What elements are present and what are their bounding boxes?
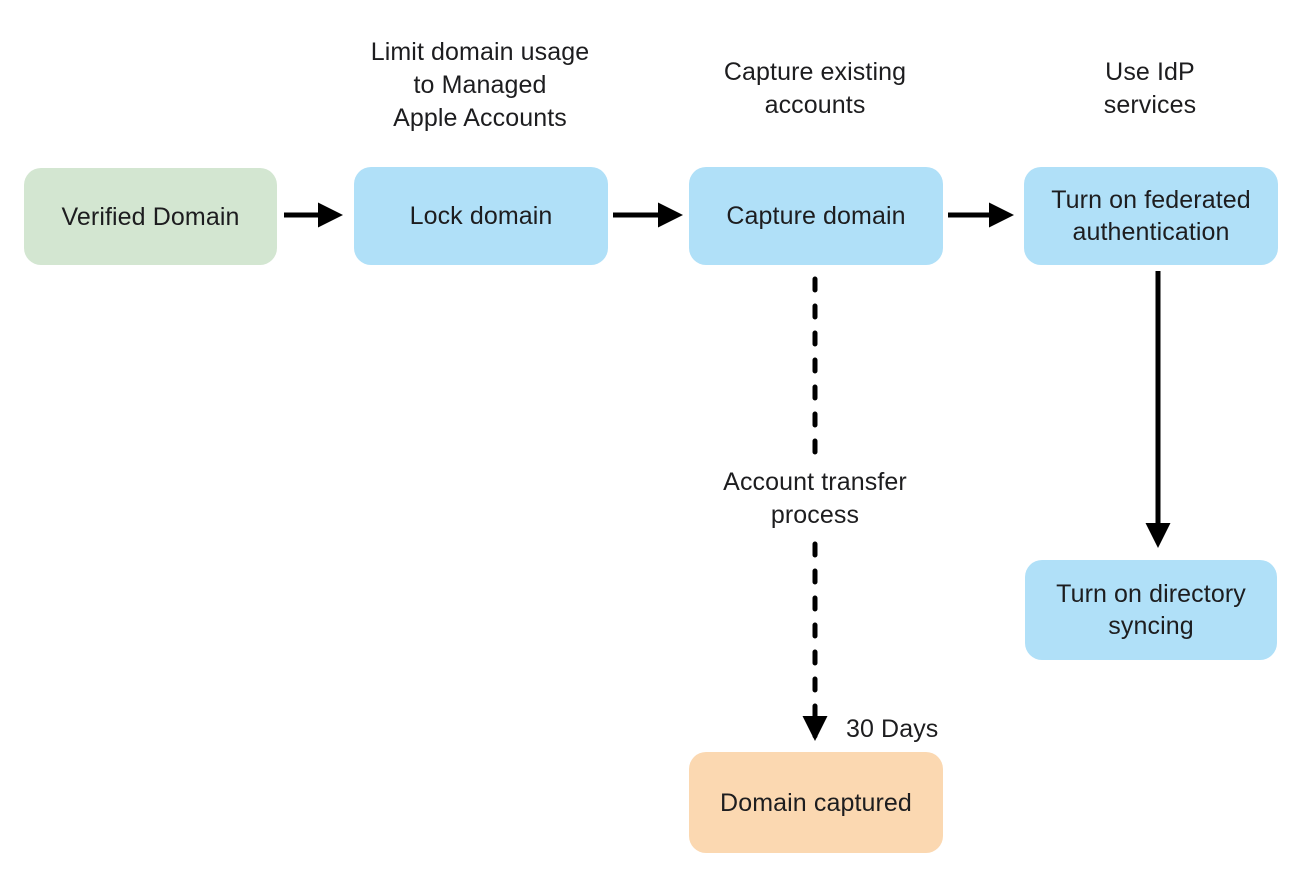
node-capture-domain: Capture domain: [689, 167, 943, 265]
node-lock-domain: Lock domain: [354, 167, 608, 265]
annotation-thirty-days: 30 Days: [846, 715, 939, 743]
annotation-use-idp-services: Use IdP services: [1103, 58, 1197, 119]
node-verified-domain: Verified Domain: [24, 168, 277, 265]
annotation-account-transfer-process: Account transfer process: [723, 468, 907, 529]
node-federated-authentication: Turn on federated authentication: [1024, 167, 1278, 265]
node-directory-syncing: Turn on directory syncing: [1025, 560, 1277, 660]
annotation-limit-domain-usage: Limit domain usage to Managed Apple Acco…: [370, 38, 590, 132]
annotation-capture-existing-accounts: Capture existing accounts: [723, 58, 907, 119]
node-domain-captured: Domain captured: [689, 752, 943, 853]
